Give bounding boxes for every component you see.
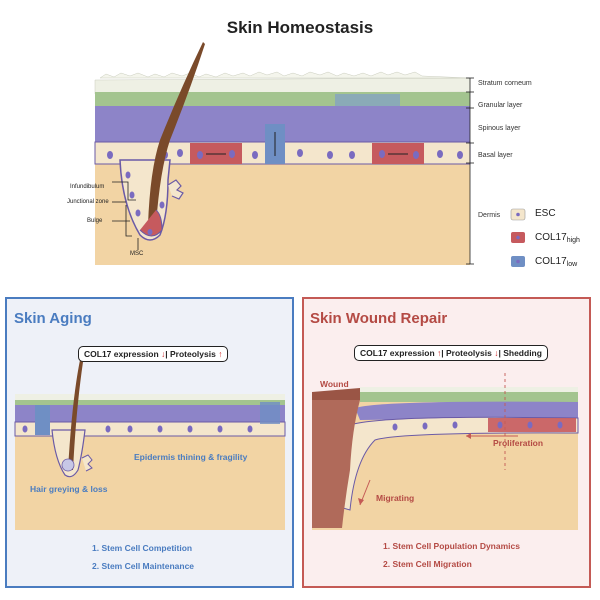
legend-esc-label: ESC (535, 208, 556, 219)
skin-wound-repair-title: Skin Wound Repair (310, 310, 448, 327)
wound-area (312, 400, 360, 528)
epidermis-thinning-label: Epidermis thining & fragility (134, 452, 248, 462)
migrating-label: Migrating (376, 493, 415, 503)
repair-pill: COL17 expression ↑| Proteolysis ↓| Shedd… (354, 345, 548, 361)
spinous-layer-label: Spinous layer (478, 125, 521, 132)
infundibulum-label: Infundibulum (70, 184, 105, 190)
repair-item-1: 1. Stem Cell Population Dynamics (383, 541, 520, 551)
bulge-label: Bulge (87, 218, 103, 224)
diagram-title: Skin Homeostasis (226, 18, 374, 37)
aging-pill: COL17 expression ↓| Proteolysis ↑ (78, 346, 229, 362)
aging-item-2: 2. Stem Cell Maintenance (92, 561, 195, 571)
legend-col17-low-label: COL17low (535, 256, 578, 268)
msc-label: MSC (130, 251, 144, 257)
wound-label: Wound (320, 379, 349, 389)
basal-layer-label: Basal layer (478, 152, 513, 159)
skin-aging-title: Skin Aging (14, 310, 92, 327)
dermis-label: Dermis (478, 212, 501, 219)
hair-shaft (148, 42, 205, 225)
legend-col17-high-label: COL17high (535, 232, 580, 244)
junctional-zone-label: Junctional zone (67, 199, 109, 205)
stratum-corneum-label: Stratum corneum (478, 80, 532, 87)
hair-greying-label: Hair greying & loss (30, 484, 108, 494)
granular-layer-label: Granular layer (478, 102, 523, 109)
aging-item-1: 1. Stem Cell Competition (92, 543, 193, 553)
proliferation-label: Proliferation (493, 438, 544, 448)
repair-item-2: 2. Stem Cell Migration (383, 559, 472, 569)
